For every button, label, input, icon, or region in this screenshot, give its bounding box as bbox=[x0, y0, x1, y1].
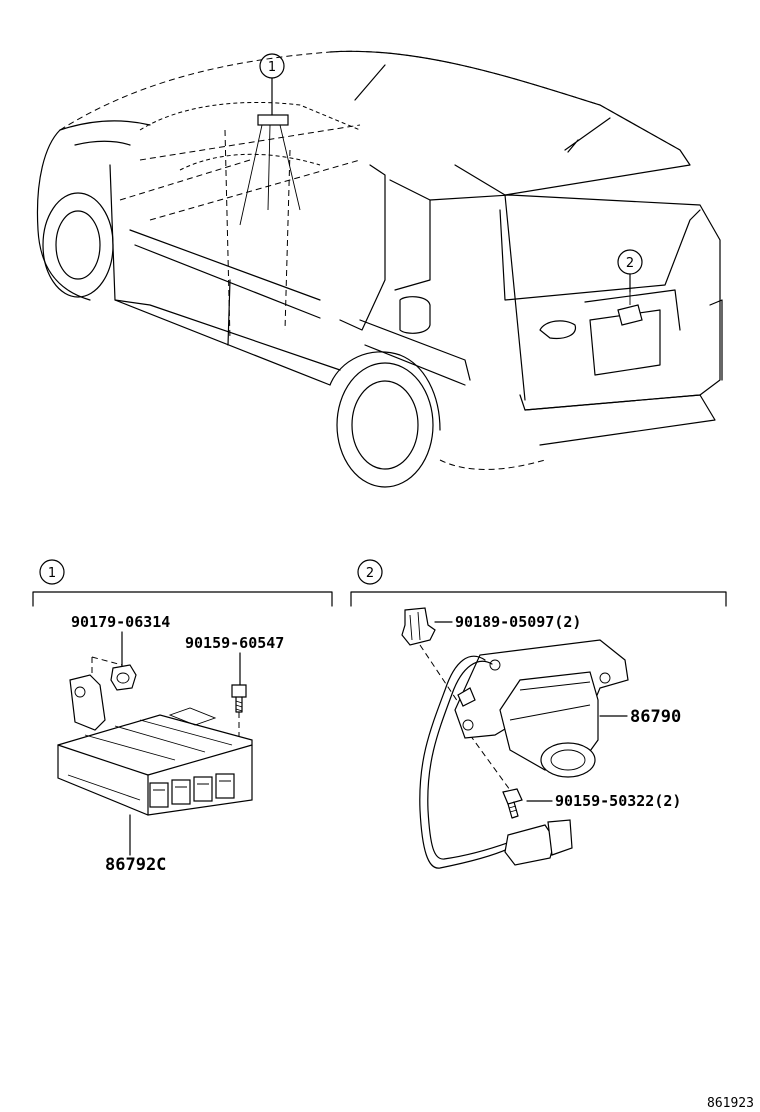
section-1-bracket bbox=[32, 591, 333, 607]
part-90159-60547-label: 90159-60547 bbox=[185, 634, 284, 652]
camera-cable-icon bbox=[419, 655, 573, 869]
camera-icon bbox=[454, 639, 629, 778]
section-2: 2 90189-05097(2) 86790 90159-50322(2) bbox=[350, 559, 727, 869]
diagram-reference-code: 861923 bbox=[707, 1096, 754, 1111]
svg-text:1: 1 bbox=[268, 60, 276, 75]
svg-text:2: 2 bbox=[366, 566, 374, 581]
ecu-module-icon bbox=[57, 674, 253, 816]
nut-icon bbox=[110, 664, 137, 691]
callout-2: 2 bbox=[617, 249, 643, 293]
section-2-bracket bbox=[350, 591, 727, 607]
callout-1: 1 bbox=[259, 53, 285, 116]
clip-icon bbox=[401, 607, 436, 646]
svg-text:1: 1 bbox=[48, 566, 56, 581]
part-86792C-label: 86792C bbox=[105, 855, 166, 875]
part-90159-50322-label: 90159-50322(2) bbox=[555, 792, 681, 810]
screw-icon bbox=[502, 788, 523, 819]
section-1: 1 90179-06314 90159-60547 86792C bbox=[32, 559, 333, 875]
vehicle-illustration bbox=[36, 50, 723, 488]
part-90189-05097-label: 90189-05097(2) bbox=[455, 613, 581, 631]
part-90179-06314-label: 90179-06314 bbox=[71, 613, 170, 631]
part-86790-label: 86790 bbox=[630, 707, 681, 727]
svg-text:2: 2 bbox=[626, 256, 634, 271]
section-1-marker bbox=[39, 559, 65, 585]
bolt-icon bbox=[231, 684, 247, 713]
section-2-marker bbox=[357, 559, 383, 585]
